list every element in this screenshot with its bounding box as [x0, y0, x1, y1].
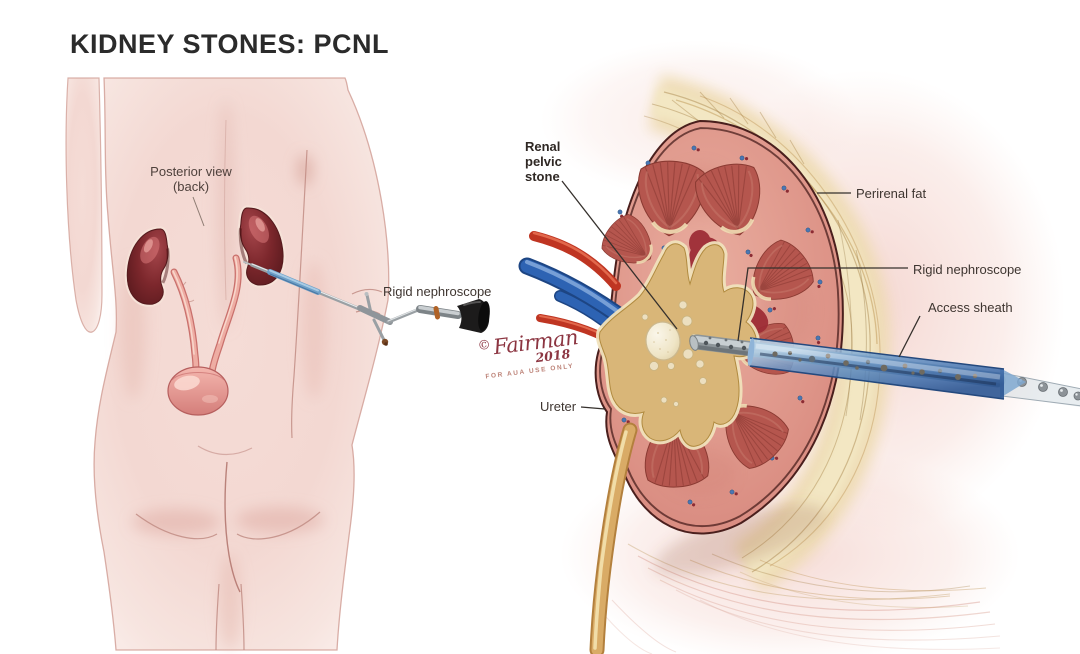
stone-label-line2: pelvic: [525, 154, 562, 169]
access-sheath-label: Access sheath: [928, 300, 1013, 315]
body-contour-lines: [135, 119, 383, 651]
posterior-view-label: Posterior view (back): [131, 164, 251, 195]
body-shading: [120, 100, 327, 650]
rigid-nephroscope-left-label: Rigid nephroscope: [383, 284, 492, 299]
scope-holes: [703, 340, 747, 351]
renal-pelvic-stone-label: Renal pelvic stone: [525, 139, 562, 184]
access-sheath-leader-line: [898, 315, 921, 358]
posterior-view-leader-line: [192, 196, 205, 227]
nephroscope-instrument: [243, 261, 490, 346]
left-figure: [65, 77, 490, 651]
page-title: KIDNEY STONES: PCNL: [70, 29, 390, 59]
leader-lines: [561, 180, 921, 410]
right-figure: [518, 40, 1080, 654]
nephroscope-leader-line: [737, 267, 908, 342]
sheath-fragments: [772, 351, 978, 380]
bladder: [167, 366, 229, 416]
renal-artery: [529, 231, 621, 291]
urinary-system: [123, 203, 288, 416]
scope-holes-top: [708, 336, 744, 344]
stone-stipple: [653, 329, 671, 353]
posterior-view-line2: (back): [172, 179, 210, 195]
posterior-view-line1: Posterior view: [150, 164, 232, 179]
ureter-leader-line: [580, 406, 606, 410]
stone-label-line1: Renal: [525, 139, 561, 154]
stone-label-line3: stone: [525, 169, 560, 184]
renal-pelvic-stone: [645, 321, 681, 361]
copyright-symbol: ©: [476, 337, 492, 355]
perirenal-fat-label: Perirenal fat: [856, 186, 927, 201]
stone-leader-line: [561, 180, 678, 330]
sheath-tip-bevel: [1000, 368, 1026, 398]
ureter-label: Ureter: [540, 399, 577, 414]
access-sheath: [747, 337, 1080, 407]
rigid-nephroscope-right-label: Rigid nephroscope: [913, 262, 1022, 277]
body-silhouette: [65, 77, 390, 651]
ureter-tube: [589, 422, 638, 654]
